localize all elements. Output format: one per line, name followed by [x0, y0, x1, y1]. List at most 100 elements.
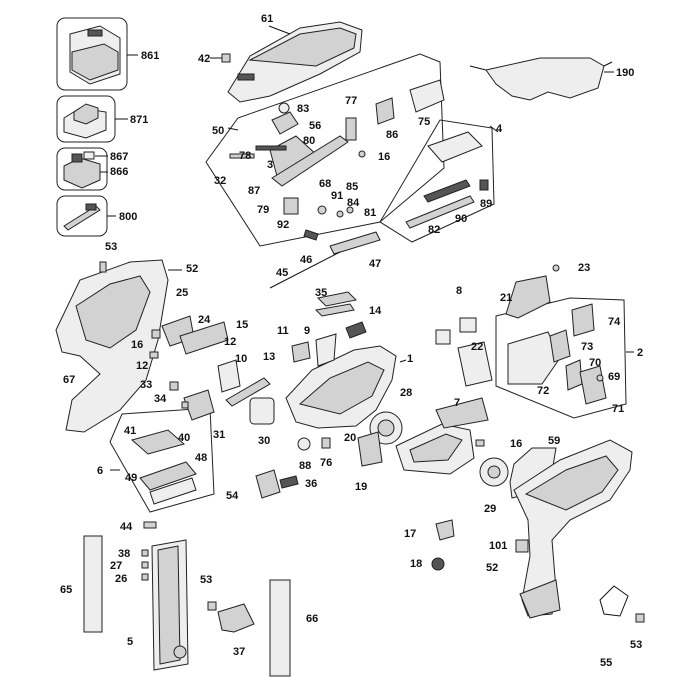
callout-81: 81 [364, 207, 376, 219]
callout-28: 28 [400, 387, 412, 399]
motor-group-outline [495, 297, 634, 419]
motor-parts [507, 303, 607, 405]
callout-3: 3 [267, 159, 273, 171]
callout-78: 78 [239, 150, 251, 162]
callout-47: 47 [369, 258, 381, 270]
top-cover [227, 21, 363, 103]
callout-40: 40 [178, 432, 190, 444]
callout-35: 35 [315, 287, 327, 299]
callout-15: 15 [236, 319, 248, 331]
left-housing [55, 259, 182, 433]
callout-9: 9 [304, 325, 310, 337]
callout-89: 89 [480, 198, 492, 210]
callout-26: 26 [115, 573, 127, 585]
callout-861: 861 [141, 50, 159, 62]
callout-75: 75 [418, 116, 430, 128]
callout-67: 67 [63, 374, 75, 386]
callout-92: 92 [277, 219, 289, 231]
callout-80: 80 [303, 135, 315, 147]
callout-12-b: 12 [136, 360, 148, 372]
callout-1: 1 [407, 353, 413, 365]
group-4-parts [405, 131, 489, 229]
callout-66: 66 [306, 613, 318, 625]
callout-52-b: 52 [486, 562, 498, 574]
callout-labels: 861 871 867 866 800 61 42 190 83 77 56 5… [60, 13, 643, 669]
callout-25: 25 [176, 287, 188, 299]
callout-101: 101 [489, 540, 507, 552]
callout-14: 14 [369, 305, 382, 317]
magazine-small-parts [141, 521, 217, 611]
callout-34: 34 [154, 393, 167, 405]
callout-21: 21 [500, 292, 512, 304]
small-right-parts [431, 519, 645, 623]
trigger-parts [249, 397, 383, 499]
callout-91: 91 [331, 190, 343, 202]
callout-17: 17 [404, 528, 416, 540]
callout-12-a: 12 [224, 336, 236, 348]
magazine [151, 539, 189, 671]
callout-33: 33 [140, 379, 152, 391]
upper-mid-parts [269, 229, 381, 367]
charger-panel [56, 95, 128, 143]
callout-55: 55 [600, 657, 612, 669]
callout-53-a: 53 [105, 241, 117, 253]
battery-panel [56, 147, 108, 191]
label-66 [269, 579, 291, 677]
callout-20: 20 [344, 432, 356, 444]
right-handle [513, 439, 633, 619]
callout-76: 76 [320, 457, 332, 469]
callout-48: 48 [195, 452, 207, 464]
callout-70: 70 [589, 357, 601, 369]
callout-53-b: 53 [200, 574, 212, 586]
main-gearbox [285, 345, 407, 445]
callout-49: 49 [125, 472, 137, 484]
group-6-outline [109, 407, 215, 513]
callout-56: 56 [309, 120, 321, 132]
callout-74: 74 [608, 316, 621, 328]
callout-45: 45 [276, 267, 288, 279]
callout-73: 73 [581, 341, 593, 353]
callout-79: 79 [257, 204, 269, 216]
callout-800: 800 [119, 211, 137, 223]
switch-assembly [395, 397, 489, 475]
group-50-outline [205, 53, 445, 247]
callout-19: 19 [355, 481, 367, 493]
callout-54: 54 [226, 490, 239, 502]
callout-88: 88 [299, 460, 311, 472]
callout-85: 85 [346, 181, 358, 193]
callout-68: 68 [319, 178, 331, 190]
callout-8: 8 [456, 285, 462, 297]
callout-6: 6 [97, 465, 103, 477]
callout-16-b: 16 [131, 339, 143, 351]
brackets [435, 264, 560, 387]
callout-30: 30 [258, 435, 270, 447]
callout-18: 18 [410, 558, 422, 570]
callout-41: 41 [124, 425, 136, 437]
callout-61: 61 [261, 13, 273, 25]
pen-light-panel [56, 195, 116, 237]
callout-72: 72 [537, 385, 549, 397]
callout-4: 4 [496, 123, 503, 135]
callout-27: 27 [110, 560, 122, 572]
callout-86: 86 [386, 129, 398, 141]
callout-42: 42 [198, 53, 210, 65]
callout-16-c: 16 [510, 438, 522, 450]
callout-65: 65 [60, 584, 72, 596]
goggles [469, 57, 614, 101]
callout-82: 82 [428, 224, 440, 236]
nose-piece [217, 603, 255, 633]
callout-44: 44 [120, 521, 133, 533]
callout-36: 36 [305, 478, 317, 490]
screw-42 [210, 53, 231, 63]
callout-5: 5 [127, 636, 133, 648]
callout-71: 71 [612, 403, 624, 415]
accessory-case-panel [56, 17, 138, 91]
callout-24: 24 [198, 314, 211, 326]
callout-871: 871 [130, 114, 148, 126]
callout-11: 11 [277, 325, 289, 337]
callout-2: 2 [637, 347, 643, 359]
callout-46: 46 [300, 254, 312, 266]
callout-190: 190 [616, 67, 634, 79]
callout-83: 83 [297, 103, 309, 115]
